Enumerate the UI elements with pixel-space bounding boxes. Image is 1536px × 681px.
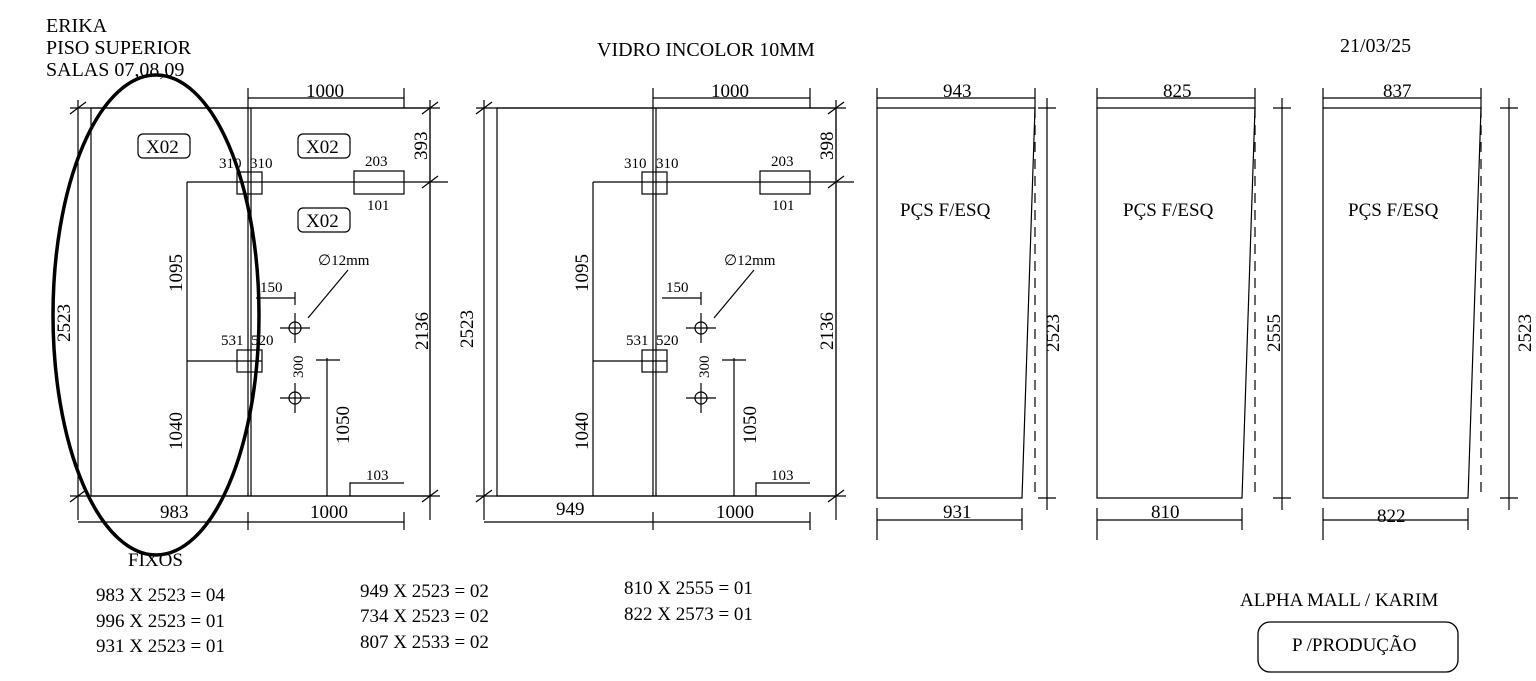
svg-text:949: 949 (556, 499, 585, 520)
svg-text:931: 931 (943, 502, 972, 523)
svg-text:393: 393 (411, 132, 432, 161)
svg-text:1040: 1040 (166, 412, 187, 450)
svg-text:2523: 2523 (54, 304, 75, 342)
rooms-list: SALAS 07,08,09 (46, 59, 184, 81)
highlight-ellipse (51, 73, 261, 557)
svg-text:310: 310 (219, 156, 242, 172)
svg-text:1040: 1040 (572, 412, 593, 450)
svg-text:531: 531 (626, 333, 649, 349)
svg-text:101: 101 (772, 198, 795, 214)
svg-text:103: 103 (771, 468, 794, 484)
svg-text:300: 300 (697, 356, 713, 379)
svg-text:520: 520 (656, 333, 679, 349)
svg-text:300: 300 (291, 356, 307, 379)
fixos-item: 996 X 2523 = 01 (96, 611, 225, 632)
svg-text:150: 150 (666, 280, 689, 296)
svg-text:398: 398 (817, 132, 838, 161)
panel-2 (1096, 88, 1291, 540)
panel-1 (876, 88, 1056, 540)
svg-text:1050: 1050 (740, 406, 761, 444)
x02-tag-b (297, 133, 351, 159)
svg-text:2136: 2136 (817, 312, 838, 350)
svg-text:1000: 1000 (310, 502, 348, 523)
panel-3 (1322, 88, 1518, 540)
fixos-title: FIXOS (128, 550, 183, 571)
svg-text:1000: 1000 (716, 502, 754, 523)
svg-text:203: 203 (771, 154, 794, 170)
svg-text:837: 837 (1383, 81, 1412, 102)
svg-text:520: 520 (251, 333, 274, 349)
svg-text:310: 310 (656, 156, 679, 172)
x02-tag-a (137, 133, 191, 159)
svg-text:310: 310 (250, 156, 273, 172)
drawing-2 (475, 88, 854, 530)
svg-text:825: 825 (1163, 81, 1192, 102)
material-title: VIDRO INCOLOR 10MM (597, 39, 815, 61)
svg-text:PÇS F/ESQ: PÇS F/ESQ (1348, 200, 1439, 221)
svg-text:983: 983 (160, 502, 189, 523)
fixos-item: 983 X 2523 = 04 (96, 585, 225, 606)
svg-text:2523: 2523 (1043, 314, 1064, 352)
fixos-item: 807 X 2533 = 02 (360, 632, 489, 653)
drawing-1 (51, 73, 448, 557)
floor-name: PISO SUPERIOR (46, 37, 192, 59)
svg-text:2523: 2523 (1515, 314, 1536, 352)
project-name: ALPHA MALL / KARIM (1240, 590, 1438, 611)
fixos-list: FIXOS 983 X 2523 = 04 996 X 2523 = 01 93… (96, 550, 753, 657)
drawing-2-labels: 1000 310 310 203 101 398 1095 2523 2136 … (457, 81, 838, 523)
panel-3-labels: 837 PÇS F/ESQ 2523 822 (1348, 81, 1536, 527)
svg-text:1095: 1095 (166, 254, 187, 292)
svg-text:2136: 2136 (412, 312, 433, 350)
svg-text:822: 822 (1377, 506, 1406, 527)
svg-text:943: 943 (943, 81, 972, 102)
svg-text:310: 310 (624, 156, 647, 172)
svg-text:X02: X02 (306, 211, 339, 232)
fixos-item: 734 X 2523 = 02 (360, 606, 489, 627)
svg-text:PÇS F/ESQ: PÇS F/ESQ (1123, 200, 1214, 221)
svg-text:X02: X02 (146, 137, 179, 158)
svg-text:∅12mm: ∅12mm (318, 253, 370, 269)
stamp-box (1257, 621, 1459, 673)
fixos-item: 822 X 2573 = 01 (624, 604, 753, 625)
panel-1-labels: 943 PÇS F/ESQ 2523 931 (900, 81, 1064, 523)
svg-text:2555: 2555 (1264, 314, 1285, 352)
svg-text:531: 531 (221, 333, 244, 349)
client-name: ERIKA (46, 15, 108, 37)
svg-text:∅12mm: ∅12mm (724, 253, 776, 269)
fixos-item: 810 X 2555 = 01 (624, 578, 753, 599)
svg-text:PÇS F/ESQ: PÇS F/ESQ (900, 200, 991, 221)
stamp-label: P /PRODUÇÃO (1292, 634, 1416, 656)
svg-text:2523: 2523 (457, 310, 478, 348)
svg-text:1000: 1000 (711, 81, 749, 102)
svg-text:X02: X02 (306, 137, 339, 158)
fixos-item: 949 X 2523 = 02 (360, 581, 489, 602)
date-label: 21/03/25 (1340, 35, 1411, 57)
svg-text:103: 103 (366, 468, 389, 484)
svg-text:203: 203 (365, 154, 388, 170)
x02-tag-c (297, 207, 351, 233)
panel-2-labels: 825 PÇS F/ESQ 2555 810 (1123, 81, 1285, 523)
drawing-1-labels: 1000 X02 X02 X02 310 310 203 101 393 109… (54, 81, 433, 523)
svg-text:150: 150 (260, 280, 283, 296)
svg-text:101: 101 (367, 198, 390, 214)
svg-text:810: 810 (1151, 502, 1180, 523)
fixos-item: 931 X 2523 = 01 (96, 636, 225, 657)
svg-text:1000: 1000 (306, 81, 344, 102)
svg-text:1050: 1050 (333, 406, 354, 444)
svg-text:1095: 1095 (572, 254, 593, 292)
